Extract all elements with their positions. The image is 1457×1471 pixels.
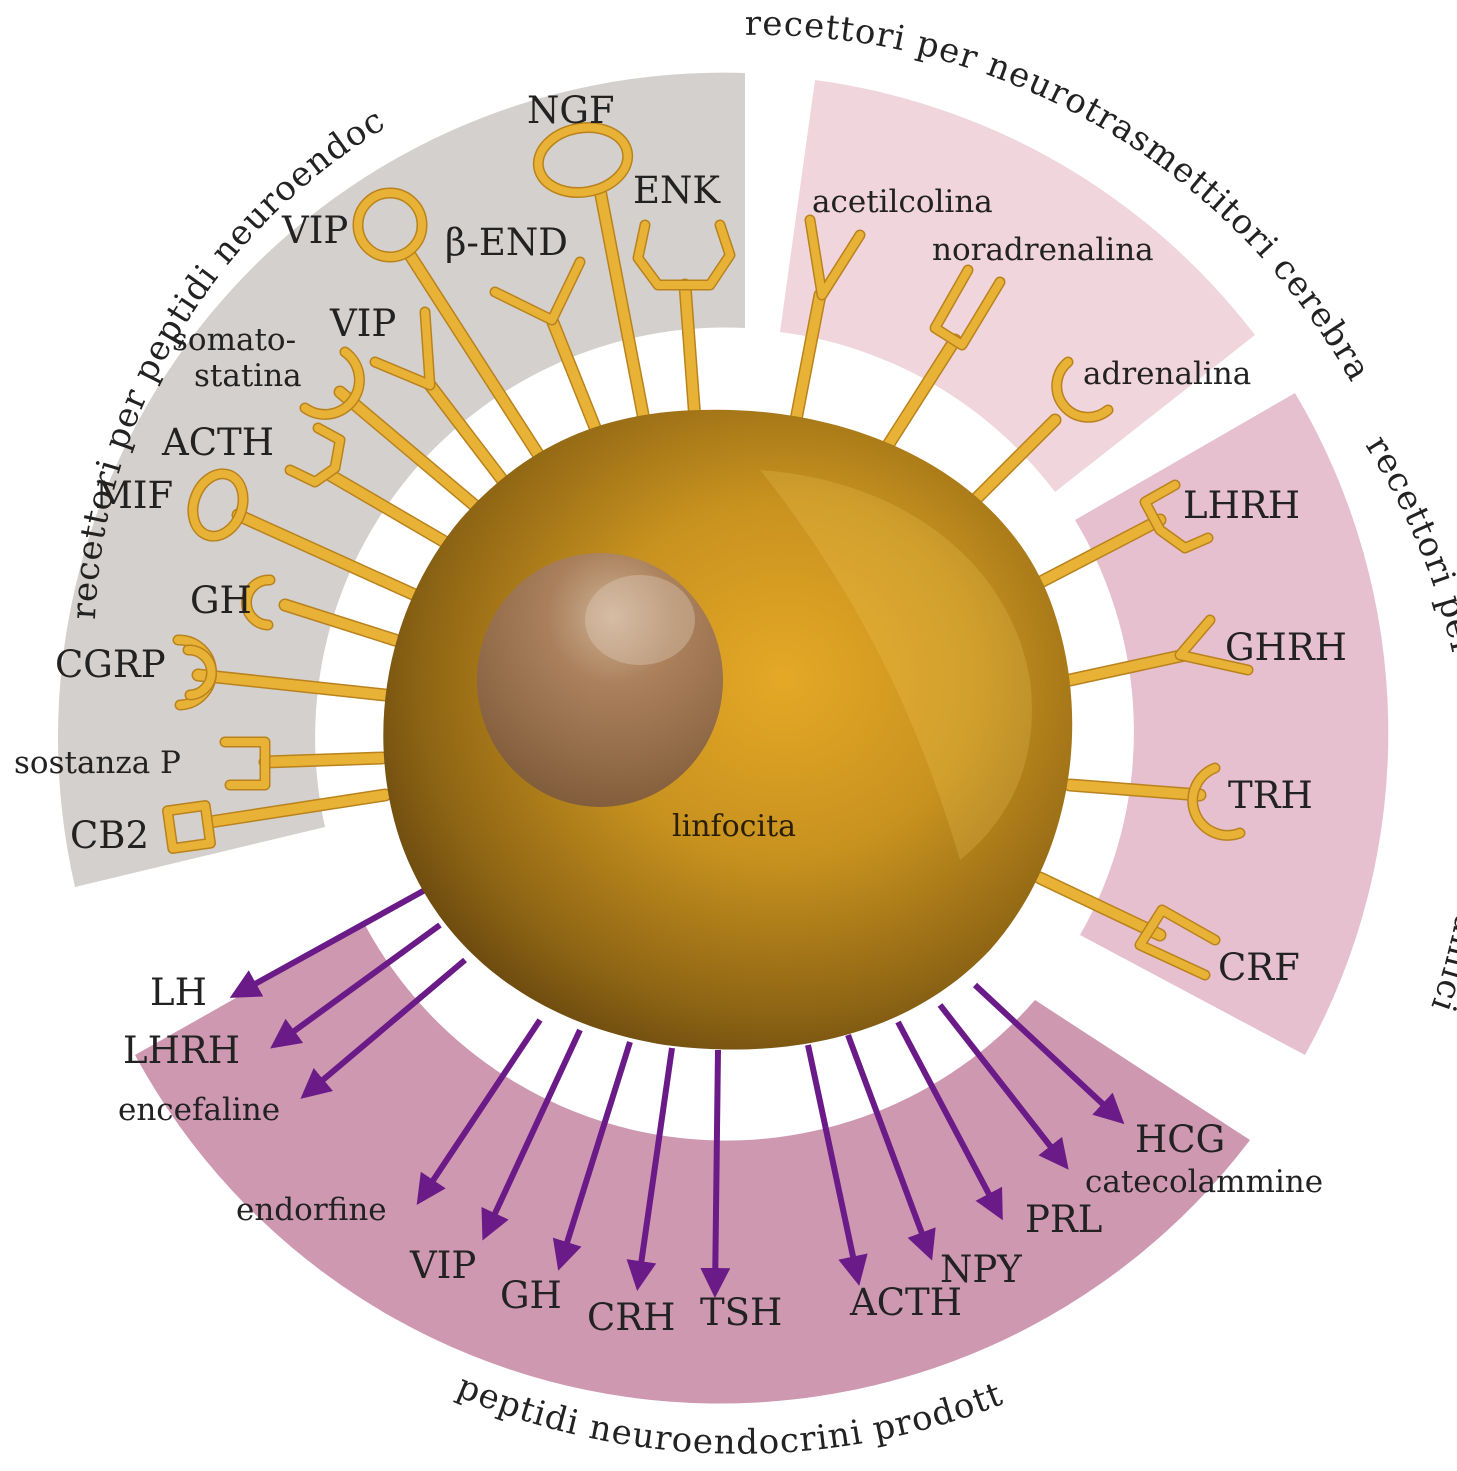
- label-vip-mid: VIP: [329, 302, 396, 345]
- label-mif: MIF: [95, 474, 173, 517]
- label-product-crh: CRH: [587, 1296, 675, 1339]
- label-lhrh: LHRH: [1183, 484, 1300, 527]
- label-noradrenalina: noradrenalina: [932, 232, 1154, 268]
- label-vip-top: VIP: [281, 209, 348, 252]
- label-crf: CRF: [1218, 946, 1300, 989]
- arrow-tsh: [715, 1050, 718, 1292]
- label-acetilcolina: acetilcolina: [812, 184, 993, 220]
- label-product-hcg: HCG: [1135, 1118, 1225, 1161]
- lymphocyte-cell: linfocita: [383, 410, 1072, 1050]
- label-product-catecolammine: catecolammine: [1085, 1164, 1323, 1200]
- label-product-vip: VIP: [409, 1244, 476, 1287]
- label-product-prl: PRL: [1025, 1198, 1102, 1241]
- label-product-lhrh: LHRH: [123, 1029, 240, 1072]
- label-enk: ENK: [633, 169, 721, 212]
- label-product-npy: NPY: [940, 1248, 1022, 1291]
- label-ngf: NGF: [527, 89, 615, 132]
- label-somatostatina-1: somato-: [172, 322, 296, 358]
- label-cb2: CB2: [70, 814, 149, 857]
- label-cgrp: CGRP: [55, 643, 166, 686]
- label-adrenalina: adrenalina: [1083, 356, 1251, 392]
- label-acth: ACTH: [161, 421, 274, 464]
- cell-label: linfocita: [672, 809, 796, 844]
- label-ghrh: GHRH: [1225, 626, 1347, 669]
- label-somatostatina-2: statina: [194, 358, 302, 394]
- label-beta-end: β-END: [445, 221, 568, 264]
- label-product-gh: GH: [500, 1274, 562, 1317]
- label-trh: TRH: [1228, 774, 1313, 817]
- label-product-encefaline: encefaline: [118, 1092, 280, 1128]
- label-gh: GH: [190, 579, 252, 622]
- label-product-tsh: TSH: [700, 1291, 782, 1334]
- label-product-endorfine: endorfine: [236, 1192, 387, 1228]
- nucleus-highlight: [585, 575, 695, 665]
- label-sostanza-p: sostanza P: [14, 745, 181, 781]
- label-product-lh: LH: [150, 971, 207, 1014]
